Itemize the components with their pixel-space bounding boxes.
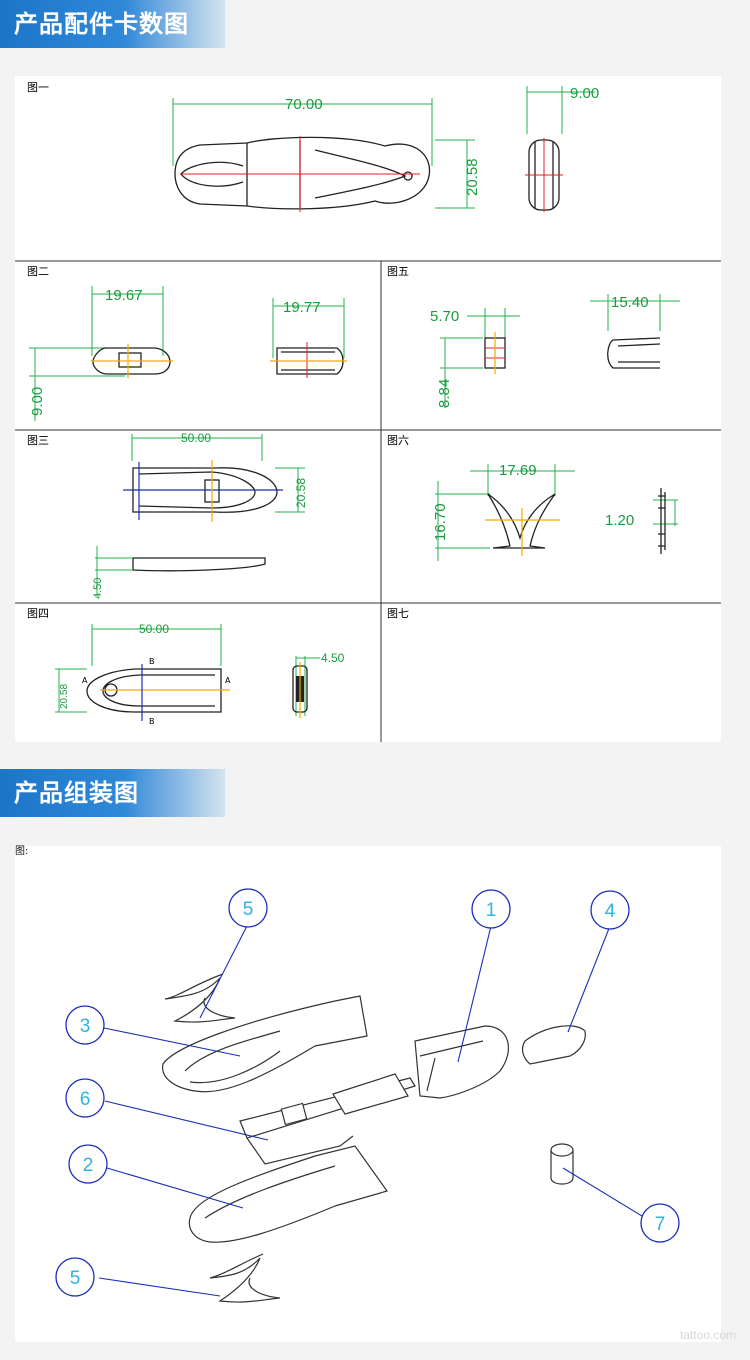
callout-number: 5	[243, 899, 254, 920]
fig5-dim-depth: 15.40	[611, 294, 649, 311]
callout-3: 3	[65, 1005, 105, 1045]
fig4-marker-b-top: B	[149, 657, 155, 666]
fig4-marker-a-left: A	[82, 676, 88, 685]
assembly-drawing-panel: 图:	[15, 846, 721, 1342]
callout-5-top: 5	[228, 888, 268, 928]
fig4-dim-length: 50.00	[139, 622, 169, 636]
watermark: tattoo.com	[679, 1328, 736, 1342]
part-3-top-shell	[162, 995, 368, 1093]
assembly-corner-label: 图:	[15, 846, 29, 857]
callout-4: 4	[590, 890, 630, 930]
leader-lines	[98, 923, 643, 1297]
fig1-dim-thickness: 9.00	[570, 85, 599, 102]
fig3-dim-width: 20.58	[294, 478, 308, 508]
callout-number: 5	[70, 1268, 81, 1289]
fig1-drawing: 70.00 20.58 9.00	[172, 85, 599, 212]
fig5-drawing: 5.70 8.84 15.40	[430, 294, 680, 408]
callout-1: 1	[471, 889, 511, 929]
fig3-label: 图三	[27, 434, 49, 447]
fig6-dim-width: 17.69	[499, 462, 537, 479]
fig4-marker-a-right: A	[225, 676, 231, 685]
callout-number: 6	[80, 1089, 91, 1110]
dimension-drawing: 图一 图二 图三 图四 图五 图六 图七 70.00 20.58 9.00	[15, 81, 721, 742]
callout-number: 1	[486, 900, 497, 921]
fig7-label: 图七	[387, 607, 409, 620]
fig5-dim-width: 5.70	[430, 308, 459, 325]
callout-2: 2	[68, 1144, 108, 1184]
fig6-dim-thickness: 1.20	[605, 512, 634, 529]
fig4-label: 图四	[27, 607, 49, 620]
fig6-drawing: 17.69 16.70 1.20	[432, 462, 678, 561]
part-7-pin	[550, 1143, 574, 1185]
callout-number: 7	[655, 1214, 666, 1235]
assembly-drawing: 5 1 4 3 6 2 7 5	[55, 888, 680, 1303]
section-title-assembly: 产品组装图	[0, 769, 225, 817]
callout-number: 2	[83, 1155, 94, 1176]
fig2-dim-b: 9.00	[29, 387, 46, 416]
fig3-dim-length: 50.00	[181, 431, 211, 445]
callout-number: 3	[80, 1016, 91, 1037]
part-4-cap-clip	[521, 1025, 586, 1065]
fig5-dim-height: 8.84	[436, 379, 453, 408]
fig3-dim-thickness: 4.50	[92, 578, 104, 599]
fig4-dim-width: 20.58	[59, 684, 70, 709]
fig4-drawing: 50.00 20.58 A A B B 4.50	[55, 622, 345, 726]
callout-number: 4	[605, 901, 616, 922]
fig1-dim-length: 70.00	[285, 96, 323, 113]
part-2-bottom-shell	[188, 1145, 388, 1243]
dimension-drawing-panel: 图一 图二 图三 图四 图五 图六 图七 70.00 20.58 9.00	[15, 76, 721, 742]
part-5-bottom-clip	[209, 1253, 281, 1303]
fig1-dim-width: 20.58	[464, 158, 481, 196]
callout-7: 7	[640, 1203, 680, 1243]
section-title-text: 产品组装图	[14, 779, 139, 807]
fig4-dim-thickness: 4.50	[321, 651, 345, 665]
part-6-usb-board	[239, 1073, 416, 1165]
fig6-label: 图六	[387, 434, 409, 447]
section-title-parts-dimensions: 产品配件卡数图	[0, 0, 225, 48]
fig2-label: 图二	[27, 265, 49, 278]
fig2-dim-a: 19.67	[105, 287, 143, 304]
callout-5-bottom: 5	[55, 1257, 95, 1297]
fig5-label: 图五	[387, 265, 409, 278]
fig4-marker-b-bottom: B	[149, 717, 155, 726]
fig1-label: 图一	[27, 81, 49, 94]
fig6-dim-height: 16.70	[432, 503, 449, 541]
fig2-drawing: 19.67 9.00 19.77	[29, 286, 347, 421]
section-title-text: 产品配件卡数图	[14, 10, 189, 38]
fig3-drawing: 50.00 20.58 4.50	[92, 431, 308, 599]
part-5-top-clip	[164, 973, 236, 1023]
callout-6: 6	[65, 1078, 105, 1118]
part-1-cap	[414, 1025, 509, 1099]
fig2-dim-c: 19.77	[283, 299, 321, 316]
